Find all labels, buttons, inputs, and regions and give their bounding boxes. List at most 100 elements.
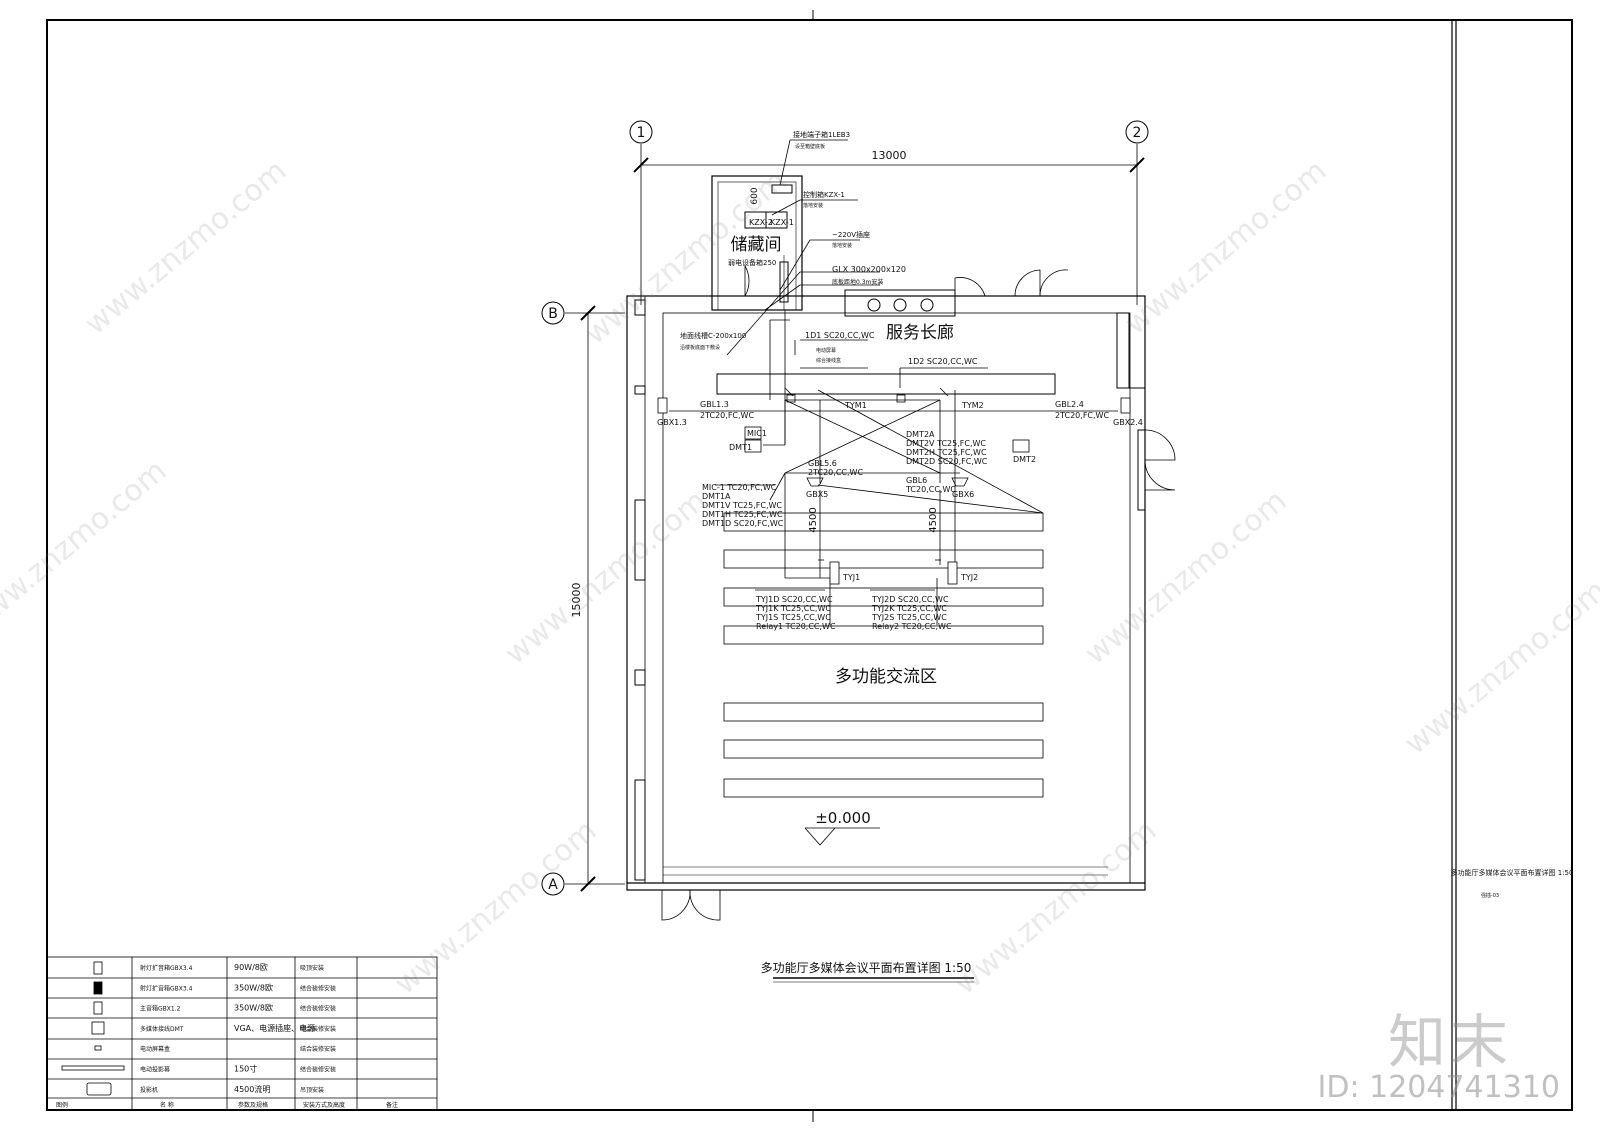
cable-routes [669, 139, 1118, 625]
title-block-number: 强插-03 [1481, 892, 1499, 899]
legend-cell-1-install: 吸顶安装 [300, 964, 324, 972]
legend-cell-5-install: 结合装修安装 [300, 1045, 336, 1053]
grid-bubble-2: 2 [1125, 120, 1149, 144]
projector-tyj1-icon [829, 561, 840, 585]
cable-tyj2s: TYJ2S TC25,CC,WC [871, 613, 947, 622]
legend-cell-5-name: 电动屏幕盒 [140, 1045, 170, 1053]
legend-cell-6-param: 150寸 [234, 1064, 257, 1074]
screen-box-2-icon [896, 394, 906, 403]
room-elevation: ±0.000 [815, 809, 871, 827]
note-kzx: 控制箱KZX-1 [803, 190, 845, 199]
dim-kzx-gap: 600 [750, 187, 760, 204]
cable-gbl5a: GBL5.6 [808, 459, 837, 468]
speaker-gbx24-icon [1120, 397, 1131, 414]
cable-tyj2d: TYJ2D SC20,CC,WC [871, 595, 949, 604]
label-tym2: TYM2 [961, 401, 984, 410]
cable-gbl24a: GBL2.4 [1055, 400, 1084, 409]
legend-cell-4-name: 多媒体接线DMT [140, 1025, 184, 1033]
grid-bubble-a: A [541, 872, 565, 896]
cable-tyj1k: TYJ1K TC25,CC,WC [755, 604, 831, 613]
note-floor1: 电动屏幕 [816, 347, 836, 354]
screen-box-1-icon [786, 394, 796, 403]
cable-1d1: 1D1 SC20,CC,WC [805, 331, 875, 340]
title-block-name: 多功能厅多媒体会议平面布置详图 1:50 [1451, 868, 1574, 877]
cable-relay1: Relay1 TC20,CC,WC [756, 622, 836, 631]
legend-cell-7-name: 投影机 [140, 1086, 158, 1094]
note-trayb: 沿楼板底面下敷设 [680, 344, 720, 351]
note-glx: GLX 300x200x120 [832, 265, 906, 274]
legend-cell-1-name: 射灯扩音箱GBX3.4 [140, 964, 193, 972]
label-kzx2: KZX-2 [749, 218, 773, 227]
floor-box-dmt1-icon [744, 439, 762, 453]
legend-cell-7-param: 4500流明 [234, 1084, 270, 1094]
projector-tyj2-icon [947, 561, 958, 585]
note-glxb: 底板距地0.3m安装 [832, 278, 883, 286]
cable-dmt1h: DMT1H TC25,FC,WC [702, 510, 783, 519]
legend-screen-box-icon [94, 1045, 102, 1051]
speaker-gbx13-icon [657, 397, 668, 414]
cable-gbl6b: TC20,CC,WC [905, 485, 956, 494]
legend-cell-7-install: 吊顶安装 [300, 1086, 324, 1094]
legend-header-note: 备注 [386, 1101, 398, 1109]
cable-tyj1s: TYJ1S TC25,CC,WC [755, 613, 831, 622]
cable-gbl5b: 2TC20,CC,WC [808, 468, 863, 477]
cable-dmt2d: DMT2D SC20,FC,WC [906, 457, 988, 466]
room-hall: 多功能交流区 [835, 667, 937, 687]
legend-cell-6-install: 结合装修安装 [300, 1066, 336, 1074]
cable-gbl24b: 2TC20,FC,WC [1055, 411, 1109, 420]
legend-cell-2-name: 射灯扩音箱GBX3.4 [140, 984, 193, 992]
legend-header-install: 安装方式及高度 [303, 1101, 345, 1109]
drawing-title: 多功能厅多媒体会议平面布置详图 1:50 [761, 960, 972, 975]
legend-screen-icon [61, 1065, 125, 1071]
cable-tyj2k: TYJ2K TC25,CC,WC [871, 604, 947, 613]
note-v220b: 落地安装 [832, 242, 852, 249]
grid-bubble-1: 1 [629, 120, 653, 144]
doors [661, 264, 1176, 921]
note-top1b: 设至箱壁底板 [795, 143, 825, 150]
seating-rows [723, 389, 1044, 798]
note-floor2: 综合接线盒 [816, 357, 841, 364]
label-gbx5: GBX5 [806, 490, 828, 499]
note-top1: 接地端子箱1LEB3 [793, 130, 850, 139]
walls [626, 175, 1146, 891]
label-tym1: TYM1 [844, 401, 867, 410]
legend-cell-3-name: 主音箱GBX1.2 [140, 1005, 181, 1013]
legend-table [46, 956, 438, 1111]
cable-gbl13b: 2TC20,FC,WC [700, 411, 754, 420]
dimension-height: 15000 [570, 305, 596, 892]
label-gbx24: GBX2.4 [1113, 418, 1143, 427]
cable-1d2: 1D2 SC20,CC,WC [908, 357, 978, 366]
legend-cell-6-name: 电动投影幕 [140, 1066, 170, 1074]
legend-cell-2-param: 350W/8欧 [234, 982, 273, 992]
label-mic1: MIC1 [747, 429, 767, 438]
legend-cell-4-param: VGA、电源插座、电源 [234, 1023, 315, 1033]
label-dmt1: DMT1 [729, 443, 752, 452]
cable-mic: MIC-1 TC20,FC,WC [702, 483, 777, 492]
sheet-border [46, 19, 1573, 1111]
dimension-height-text: 15000 [570, 583, 583, 618]
cable-dmt2v: DMT2V TC25,FC,WC [906, 439, 986, 448]
note-kzxb: 落地安装 [803, 202, 823, 209]
legend-speaker-wall-icon [93, 981, 103, 995]
dimension-width-text: 13000 [872, 149, 907, 162]
grid-bubble-b: B [541, 301, 565, 325]
legend-cell-3-param: 350W/8欧 [234, 1003, 273, 1013]
legend-projector-icon [86, 1082, 112, 1096]
note-tray: 地面线槽C-200x100 [680, 331, 746, 340]
legend-speaker-ceiling-icon [93, 961, 103, 975]
cable-tyj1d: TYJ1D SC20,CC,WC [755, 595, 833, 604]
legend-cell-1-param: 90W/8欧 [234, 962, 268, 972]
grid-label-2: 2 [1133, 125, 1142, 141]
cable-dmt1v: DMT1V TC25,FC,WC [702, 501, 782, 510]
equipment-symbols [657, 387, 1131, 585]
note-store: 弱电设备箱250 [728, 258, 776, 267]
id-watermark: ID: 1204741310 [1317, 1070, 1560, 1105]
legend-header-name: 名 称 [160, 1101, 174, 1109]
cable-gbl6a: GBL6 [906, 476, 927, 485]
dim-seat-1: 4500 [808, 507, 819, 532]
cable-dmt2h: DMT2H TC25,FC,WC [906, 448, 987, 457]
legend-cell-2-install: 结合装修安装 [300, 984, 336, 992]
grid-label-1: 1 [637, 125, 646, 141]
